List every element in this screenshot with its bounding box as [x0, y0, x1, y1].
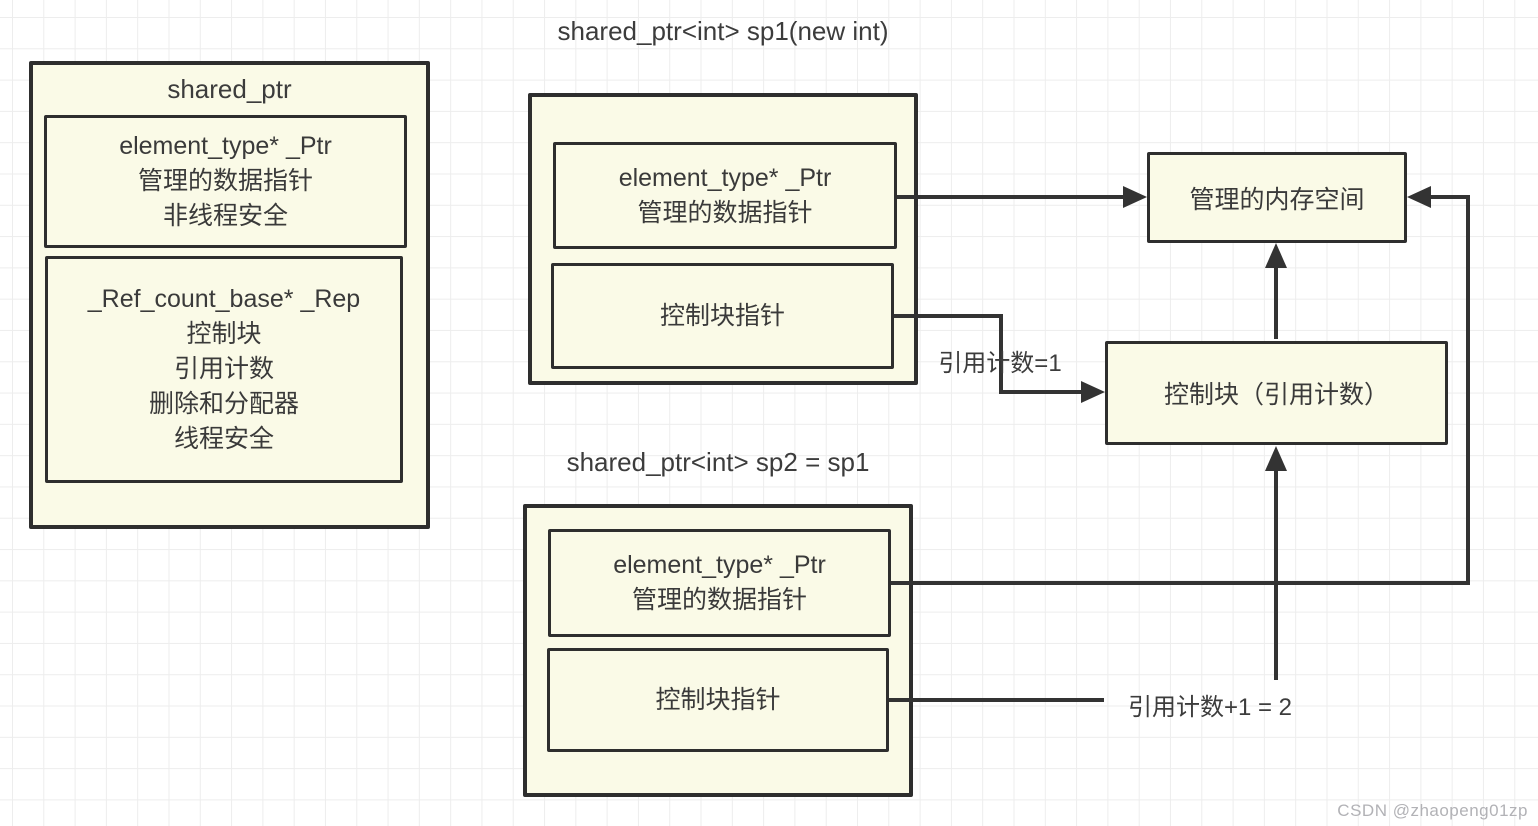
ref-count-1-label: 引用计数=1 [938, 350, 1062, 377]
field-line: element_type* _Ptr [613, 551, 826, 579]
shared-ptr-class-title: shared_ptr [167, 74, 292, 104]
sp2-ptr-field: element_type* _Ptr 管理的数据指针 [548, 529, 891, 637]
csdn-watermark: CSDN @zhaopeng01zp [1337, 801, 1528, 820]
field-line: element_type* _Ptr [618, 163, 832, 192]
field-line: 引用计数 [173, 355, 274, 383]
field-line: 控制块指针 [659, 301, 785, 330]
field-line: 非线程安全 [162, 202, 288, 230]
field-line: 管理的数据指针 [631, 586, 807, 614]
arrowhead-into-memory-left [1123, 186, 1147, 208]
sp2-title: shared_ptr<int> sp2 = sp1 [566, 447, 870, 477]
field-line: 线程安全 [173, 425, 274, 453]
shared-ptr-ptr-field: element_type* _Ptr 管理的数据指针 非线程安全 [44, 115, 407, 248]
arrowhead-into-memory-bottom [1265, 243, 1287, 268]
ref-count-2-label: 引用计数+1 = 2 [1127, 694, 1293, 721]
arrowhead-into-controlblock-left [1081, 381, 1105, 403]
managed-memory-label: 管理的内存空间 [1189, 185, 1365, 214]
field-line: element_type* _Ptr [119, 132, 332, 160]
arrowhead-into-controlblock-bottom [1265, 446, 1287, 471]
sp1-ctrl-field: 控制块指针 [551, 263, 894, 369]
field-line: 控制块指针 [655, 685, 781, 714]
field-line: 删除和分配器 [148, 390, 299, 418]
managed-memory-box: 管理的内存空间 [1147, 152, 1407, 243]
arrowhead-into-memory-right [1407, 186, 1431, 208]
field-line: 控制块 [186, 320, 262, 348]
field-line: 管理的数据指针 [637, 198, 813, 227]
sp2-ctrl-field: 控制块指针 [547, 648, 889, 752]
control-block-label: 控制块（引用计数） [1163, 381, 1389, 409]
control-block-box: 控制块（引用计数） [1105, 341, 1448, 445]
sp1-title: shared_ptr<int> sp1(new int) [557, 16, 889, 46]
shared-ptr-rep-field: _Ref_count_base* _Rep 控制块 引用计数 删除和分配器 线程… [45, 256, 403, 483]
field-line: 管理的数据指针 [137, 167, 313, 195]
sp1-ptr-field: element_type* _Ptr 管理的数据指针 [553, 142, 897, 249]
field-line: _Ref_count_base* _Rep [87, 285, 361, 313]
